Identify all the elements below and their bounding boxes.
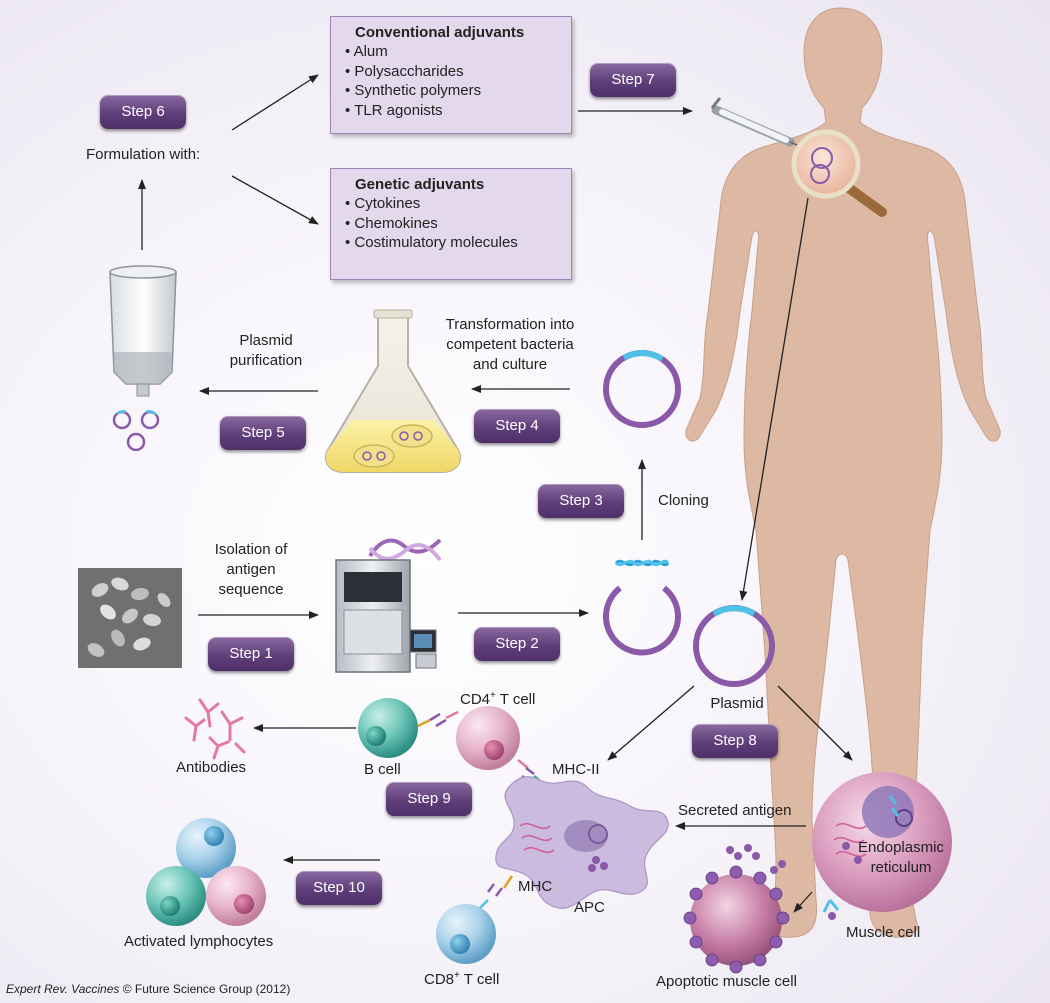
step-7-button[interactable]: Step 7	[590, 63, 676, 97]
b-cell	[358, 698, 418, 758]
formulation-label: Formulation with:	[86, 146, 201, 163]
human-body-figure	[685, 7, 1001, 938]
step-8-button[interactable]: Step 8	[692, 724, 778, 758]
muscle-cell-label: Muscle cell	[846, 924, 921, 941]
formulation-arrows	[138, 74, 693, 250]
label-line: reticulum	[870, 859, 932, 876]
cloning-label: Cloning	[658, 492, 709, 509]
credit-journal: Expert Rev. Vaccines	[6, 982, 120, 996]
adjuvant-item: Alum	[345, 42, 561, 62]
cd8-t-cell	[436, 904, 496, 964]
endoplasmic-reticulum-label: Endoplasmic reticulum	[848, 838, 954, 878]
transformation-arrows	[199, 385, 646, 540]
credit-rest: © Future Science Group (2012)	[119, 982, 291, 996]
b-cell-label: B cell	[364, 761, 401, 778]
sequencer-machine-icon	[335, 538, 442, 673]
plasmid-purification-label: Plasmid purification	[216, 331, 316, 371]
mhc-label: MHC	[518, 878, 553, 895]
label-line: competent bacteria	[446, 336, 574, 353]
step-1-button[interactable]: Step 1	[208, 637, 294, 671]
step-6-button[interactable]: Step 6	[100, 95, 186, 129]
label-line: Plasmid	[239, 332, 293, 349]
plasmid-uptake-arrows	[253, 685, 853, 913]
apoptotic-muscle-cell-label: Apoptotic muscle cell	[656, 973, 797, 990]
isolation-arrows	[198, 609, 589, 619]
cloned-plasmid-icon	[603, 350, 681, 428]
step-9-button[interactable]: Step 9	[386, 782, 472, 816]
purification-column-icon	[109, 265, 177, 452]
step-5-button[interactable]: Step 5	[220, 416, 306, 450]
antibodies-icon	[184, 698, 246, 760]
secreted-antigen-dots	[726, 844, 786, 874]
mhc-molecule-icon	[477, 875, 514, 911]
transformation-label: Transformation into competent bacteria a…	[430, 315, 590, 375]
muscle-cell	[812, 772, 952, 920]
superscript-plus: +	[490, 690, 496, 701]
step-3-button[interactable]: Step 3	[538, 484, 624, 518]
apc-label: APC	[574, 899, 605, 916]
label-part: CD4	[460, 691, 491, 708]
apoptotic-muscle-cell	[683, 865, 790, 974]
cd4-t-cell-label: CD4+ T cell	[460, 686, 535, 710]
antibodies-label: Antibodies	[176, 759, 247, 776]
adjuvant-item: Chemokines	[345, 214, 561, 234]
isolation-label: Isolation of antigen sequence	[196, 540, 306, 600]
genetic-adjuvants-title: Genetic adjuvants	[355, 176, 485, 193]
magnifier-icon	[791, 129, 887, 217]
virus-micrograph-image	[78, 568, 182, 668]
genetic-adjuvants-box: Genetic adjuvants Cytokines Chemokines C…	[330, 168, 572, 280]
conventional-adjuvants-title: Conventional adjuvants	[355, 24, 525, 41]
mhc-ii-label: MHC-II	[552, 761, 600, 778]
apc-cell	[495, 776, 669, 909]
activated-lymphocytes-label: Activated lymphocytes	[124, 933, 274, 950]
label-part: T cell	[495, 691, 536, 708]
tcr-mhc-connector	[417, 710, 459, 728]
adjuvant-item: Polysaccharides	[345, 62, 561, 82]
cd4-t-cell	[456, 706, 520, 770]
label-line: Transformation into	[445, 316, 575, 333]
label-line: sequence	[218, 581, 284, 598]
open-plasmid-icon	[603, 559, 681, 656]
injection-arrow	[739, 197, 809, 601]
label-part: T cell	[459, 971, 500, 988]
adjuvant-item: TLR agonists	[345, 101, 561, 121]
label-line: Isolation of	[214, 541, 288, 558]
label-line: antigen	[226, 561, 276, 578]
step-4-button[interactable]: Step 4	[474, 409, 560, 443]
label-line: purification	[229, 352, 303, 369]
label-part: CD8	[424, 971, 455, 988]
copyright-credit: Expert Rev. Vaccines © Future Science Gr…	[6, 982, 290, 996]
label-line: Endoplasmic	[858, 839, 944, 856]
adjuvant-item: Costimulatory molecules	[345, 233, 561, 253]
step-2-button[interactable]: Step 2	[474, 627, 560, 661]
superscript-plus: +	[454, 970, 460, 981]
culture-flask-icon	[325, 309, 461, 473]
adjuvant-item: Synthetic polymers	[345, 81, 561, 101]
conventional-adjuvants-box: Conventional adjuvants Alum Polysacchari…	[330, 16, 572, 134]
step-10-button[interactable]: Step 10	[296, 871, 382, 905]
plasmid-icon	[693, 605, 775, 687]
label-line: and culture	[472, 356, 548, 373]
adjuvant-item: Cytokines	[345, 194, 561, 214]
secreted-antigen-label: Secreted antigen	[678, 802, 792, 819]
activated-lymphocytes	[146, 818, 266, 926]
plasmid-label: Plasmid	[710, 695, 764, 712]
cd8-t-cell-label: CD8+ T cell	[424, 966, 499, 990]
